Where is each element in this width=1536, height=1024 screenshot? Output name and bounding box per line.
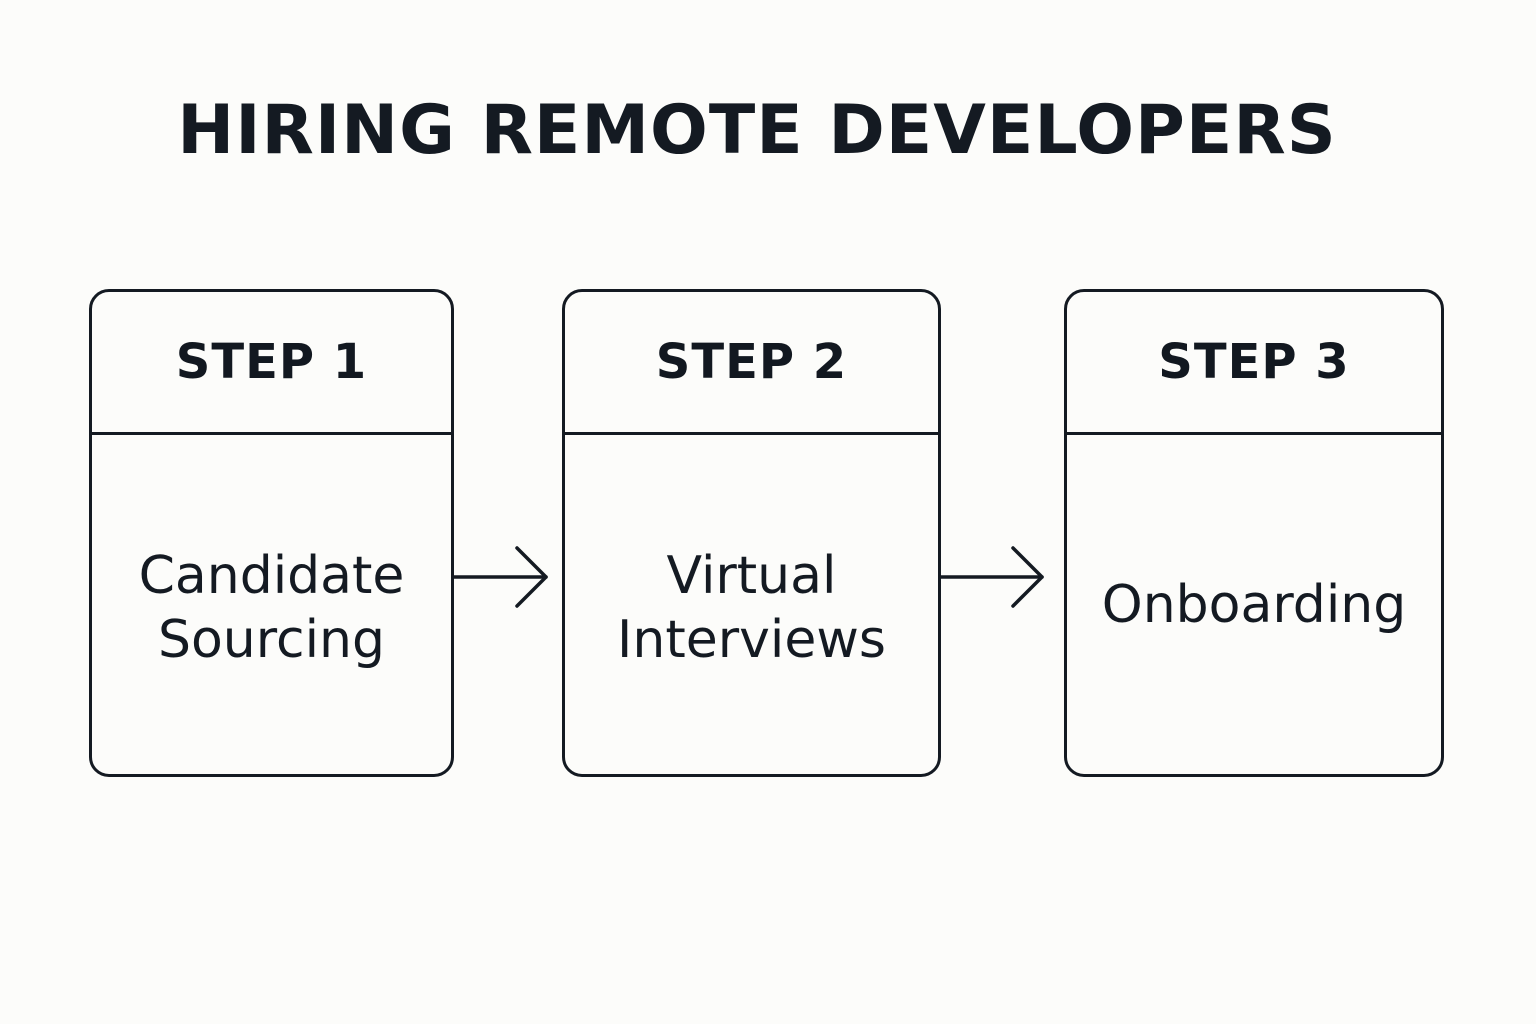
step-2-box: STEP 2 Virtual Interviews xyxy=(562,289,941,777)
step-1-body: Candidate Sourcing xyxy=(92,435,451,774)
step-2-body: Virtual Interviews xyxy=(565,435,938,774)
step-3-body: Onboarding xyxy=(1067,435,1441,774)
step-1-text: Candidate Sourcing xyxy=(138,546,405,670)
step-3-box: STEP 3 Onboarding xyxy=(1064,289,1444,777)
step-2-text: Virtual Interviews xyxy=(617,546,886,670)
diagram-title: HIRING REMOTE DEVELOPERS xyxy=(177,91,1337,170)
step-1-box: STEP 1 Candidate Sourcing xyxy=(89,289,454,777)
arrow-right-icon xyxy=(453,546,553,608)
step-1-label: STEP 1 xyxy=(175,334,368,390)
step-1-header: STEP 1 xyxy=(92,292,451,435)
step-2-header: STEP 2 xyxy=(565,292,938,435)
arrow-right-icon xyxy=(941,546,1044,608)
step-3-text: Onboarding xyxy=(1101,575,1407,635)
step-2-label: STEP 2 xyxy=(655,334,848,390)
step-3-label: STEP 3 xyxy=(1158,334,1350,390)
step-3-header: STEP 3 xyxy=(1067,292,1441,435)
